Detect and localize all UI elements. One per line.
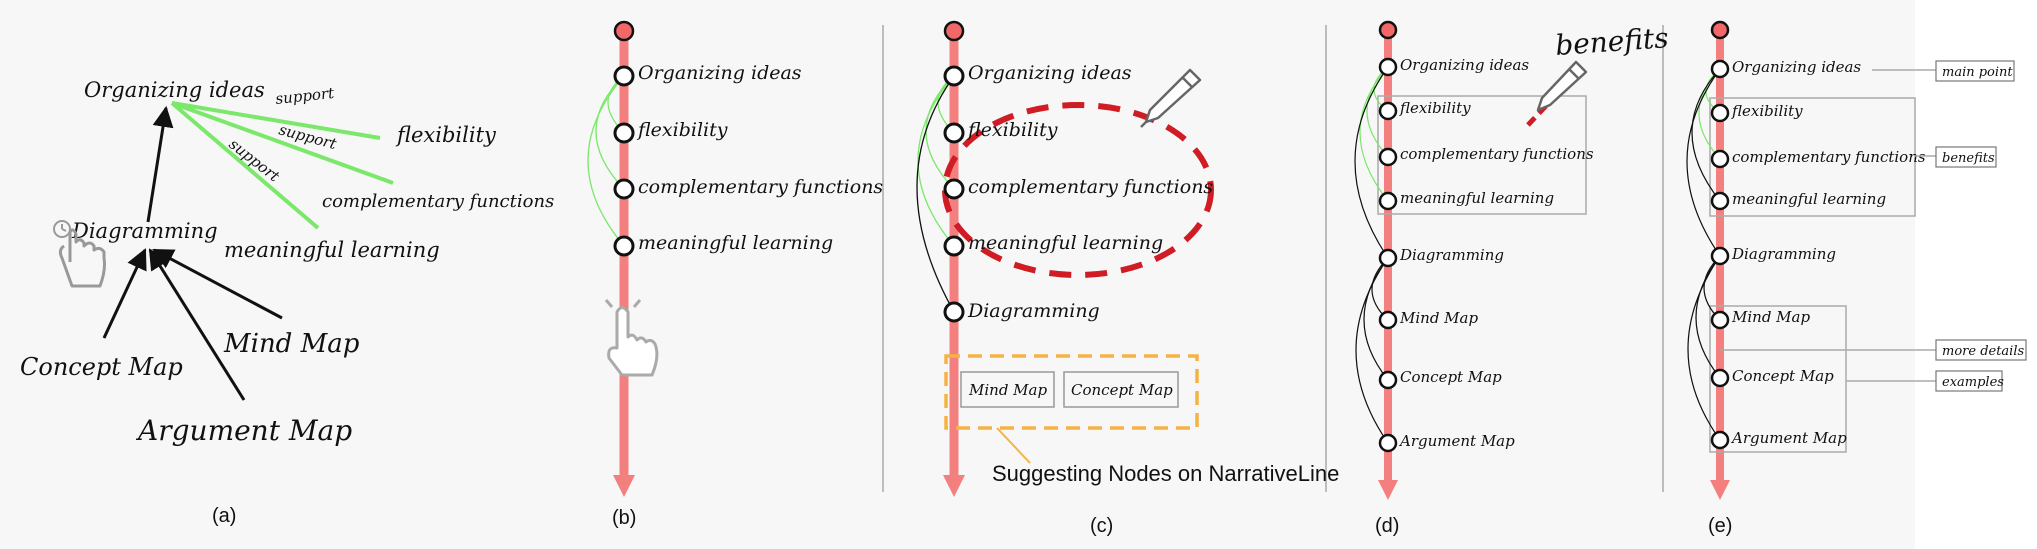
timeline-start-c <box>943 20 965 42</box>
node-complementary-functions: complementary functions <box>322 191 554 212</box>
node-flexibility: flexibility <box>395 123 497 147</box>
b-node-organizing: Organizing ideas <box>638 62 802 84</box>
support-edge-complementary <box>171 101 394 185</box>
link-e-black-5 <box>1687 255 1721 441</box>
tag-benefits[interactable] <box>1935 146 1997 168</box>
node-circles-b <box>613 65 635 257</box>
link-c-green-3 <box>917 75 955 247</box>
panel-d: Organizing ideas flexibility complementa… <box>1354 20 1670 537</box>
pointing-hand-icon <box>58 228 106 288</box>
node-circles-e <box>1710 59 1730 450</box>
support-edge-meaningful <box>170 101 320 230</box>
e-node-flexibility: flexibility <box>1731 102 1803 120</box>
edge-diagramming-to-organizing <box>146 105 174 223</box>
node-circles-c <box>943 65 965 323</box>
d-node-complementary: complementary functions <box>1400 145 1594 163</box>
d-node-mind-map: Mind Map <box>1399 309 1478 327</box>
d-node-flexibility: flexibility <box>1399 99 1471 117</box>
caption-c: (c) <box>1090 515 1113 537</box>
timeline-arrowhead-e <box>1710 480 1730 500</box>
tag-examples-label: examples <box>1942 375 2004 390</box>
panel-e: Organizing ideas flexibility complementa… <box>1686 20 2027 537</box>
link-d-black-4 <box>1355 257 1389 444</box>
d-node-meaningful: meaningful learning <box>1400 189 1554 207</box>
suggestion-concept-map[interactable] <box>1063 371 1179 408</box>
edge-argument-to-diagramming <box>148 248 246 401</box>
e-node-complementary: complementary functions <box>1732 148 1926 166</box>
caption-a: (a) <box>212 505 236 527</box>
suggestion-mind-map-label: Mind Map <box>968 381 1047 399</box>
timeline-start-e <box>1710 20 1730 40</box>
e-group-box-details <box>1709 305 1847 453</box>
d-node-argument-map: Argument Map <box>1398 432 1515 450</box>
caption-d: (d) <box>1375 515 1399 537</box>
panel-b: Organizing ideas flexibility complementa… <box>587 20 883 529</box>
e-node-concept-map: Concept Map <box>1732 367 1834 385</box>
tag-main-point[interactable] <box>1935 60 2015 82</box>
node-concept-map: Concept Map <box>20 353 183 381</box>
tag-more-details-label: more details <box>1942 344 2024 359</box>
orange-dashed-suggestion-box <box>944 354 1199 430</box>
e-node-organizing: Organizing ideas <box>1732 58 1861 76</box>
clock-icon <box>53 220 71 238</box>
c-node-flexibility: flexibility <box>966 119 1058 141</box>
edge-concept-to-diagramming <box>102 248 147 339</box>
node-argument-map: Argument Map <box>135 414 352 447</box>
e-node-meaningful: meaningful learning <box>1732 190 1886 208</box>
link-c-black-1 <box>916 75 955 313</box>
node-diagramming: Diagramming <box>71 219 218 243</box>
e-group-box-benefits <box>1709 97 1916 217</box>
node-circles-d <box>1378 57 1398 453</box>
tag-examples[interactable] <box>1935 370 2003 392</box>
pen-icon <box>1140 68 1202 128</box>
link-d-black-1 <box>1354 66 1389 259</box>
red-dashed-selection <box>942 102 1214 278</box>
b-node-meaningful: meaningful learning <box>638 232 833 254</box>
d-node-organizing: Organizing ideas <box>1400 56 1529 74</box>
timeline-arrowhead-c <box>943 475 965 497</box>
link-e-black-2 <box>1686 68 1721 257</box>
c-node-complementary: complementary functions <box>968 176 1213 198</box>
suggestion-mind-map[interactable] <box>960 371 1055 408</box>
suggestion-concept-map-label: Concept Map <box>1071 381 1173 399</box>
panel-c: Organizing ideas flexibility complementa… <box>916 20 1339 537</box>
b-node-complementary: complementary functions <box>638 176 883 198</box>
c-node-diagramming: Diagramming <box>967 300 1100 322</box>
edge-mindmap-to-diagramming <box>152 248 283 320</box>
node-organizing-ideas: Organizing ideas <box>84 78 265 102</box>
suggestion-note: Suggesting Nodes on NarrativeLine <box>992 461 1339 486</box>
pen-icon-d <box>1536 60 1588 112</box>
e-node-argument-map: Argument Map <box>1730 429 1847 447</box>
d-node-concept-map: Concept Map <box>1400 368 1502 386</box>
c-node-organizing: Organizing ideas <box>968 62 1132 84</box>
c-node-meaningful: meaningful learning <box>968 232 1163 254</box>
b-node-flexibility: flexibility <box>636 119 728 141</box>
timeline-start-b <box>613 20 635 42</box>
node-mind-map: Mind Map <box>223 329 360 359</box>
d-handwritten-benefits: benefits <box>1554 21 1669 62</box>
d-group-box <box>1377 95 1587 215</box>
tag-main-point-label: main point <box>1942 65 2013 80</box>
e-node-mind-map: Mind Map <box>1731 308 1810 326</box>
link-b-2 <box>595 75 625 190</box>
tapping-hand-icon <box>604 299 659 377</box>
timeline-arrowhead-d <box>1378 480 1398 500</box>
tag-benefits-label: benefits <box>1942 151 1995 166</box>
e-node-diagramming: Diagramming <box>1731 245 1836 263</box>
d-node-diagramming: Diagramming <box>1399 246 1504 264</box>
support-edge-flexibility <box>171 101 381 140</box>
tag-more-details[interactable] <box>1935 339 2027 361</box>
caption-e: (e) <box>1708 515 1732 537</box>
link-e-black-1 <box>1691 68 1721 202</box>
timeline-arrowhead-b <box>613 475 635 497</box>
link-b-3 <box>587 75 625 247</box>
suggestion-pointer-line <box>996 427 1031 464</box>
caption-b: (b) <box>612 507 636 529</box>
timeline-start-d <box>1378 20 1398 40</box>
link-d-green-3 <box>1359 66 1389 202</box>
node-meaningful-learning: meaningful learning <box>224 238 440 262</box>
